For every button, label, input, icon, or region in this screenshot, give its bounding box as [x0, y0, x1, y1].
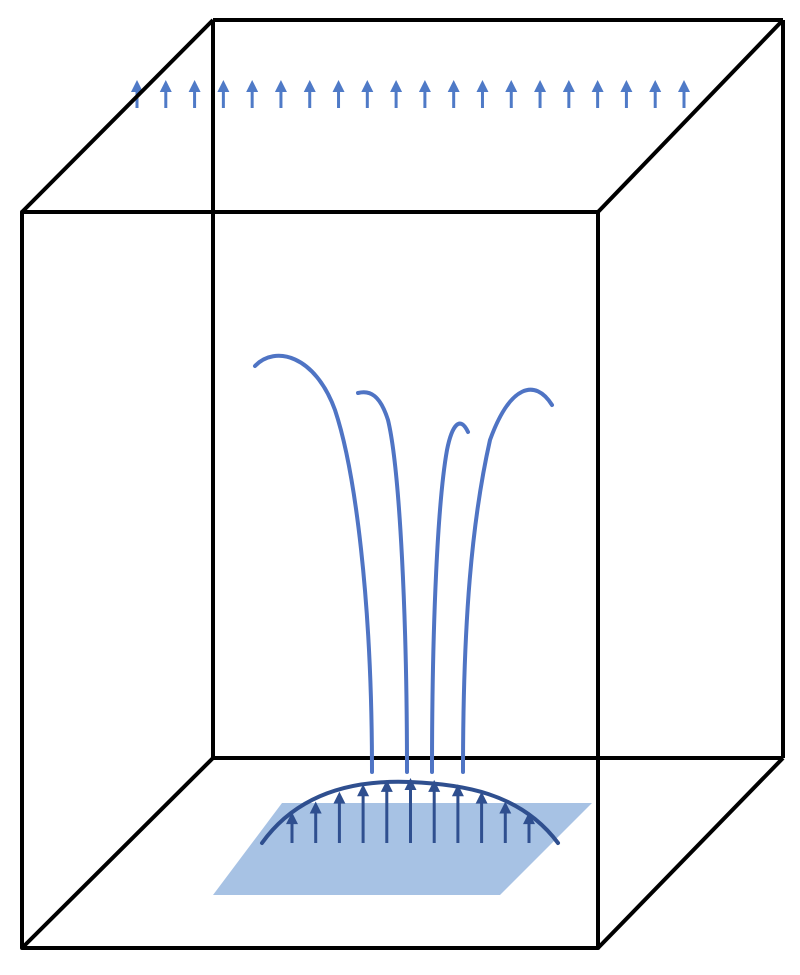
- top-arrow-head: [534, 80, 547, 92]
- bottom-left-diagonal-edge: [20, 756, 215, 950]
- top-arrow-head: [620, 80, 633, 92]
- patch-arrow-head: [357, 784, 370, 797]
- top-arrow-head: [303, 80, 316, 92]
- top-arrow-head: [246, 80, 259, 92]
- patch-arrows: [286, 778, 535, 843]
- top-arrow-head: [678, 80, 690, 92]
- field-line-1: [253, 353, 374, 774]
- patch-arrow-head: [499, 801, 512, 814]
- top-arrow-head: [649, 80, 662, 92]
- field-line-4: [461, 387, 554, 774]
- top-arrow-head: [591, 80, 604, 92]
- top-arrow-head: [188, 80, 201, 92]
- source-patch: [213, 803, 592, 895]
- field-line-2: [356, 390, 409, 774]
- top-arrow-head: [159, 80, 172, 92]
- top-arrow-head: [131, 80, 143, 92]
- field-lines: [253, 353, 554, 774]
- patch-arrow-head: [286, 812, 298, 825]
- patch-arrow-head: [333, 791, 346, 804]
- patch-arrow-head: [309, 801, 322, 814]
- field-line-3: [430, 421, 470, 774]
- top-arrow-head: [217, 80, 230, 92]
- bottom-right-diagonal-edge: [596, 756, 785, 950]
- top-arrow-head: [390, 80, 403, 92]
- top-arrow-head: [418, 80, 431, 92]
- patch-arc: [260, 779, 560, 845]
- top-arrow-head: [476, 80, 489, 92]
- patch-arrow-head: [428, 779, 441, 792]
- box-front-edges: [20, 18, 785, 950]
- top-arrow-head: [274, 80, 287, 92]
- top-arrow-head: [447, 80, 460, 92]
- patch-arrow-head: [523, 812, 535, 825]
- top-left-diagonal-edge: [20, 18, 215, 214]
- front-face: [20, 210, 600, 950]
- patch-arrow-head: [380, 779, 393, 792]
- patch-arrow-head: [475, 791, 488, 804]
- top-arrow-head: [505, 80, 518, 92]
- top-arrow-head: [332, 80, 345, 92]
- top-arrow-head: [361, 80, 374, 92]
- box-back-edges: [20, 20, 783, 950]
- patch-arrow-head: [451, 784, 464, 797]
- top-arrow-head: [562, 80, 575, 92]
- top-right-diagonal-edge: [596, 18, 785, 214]
